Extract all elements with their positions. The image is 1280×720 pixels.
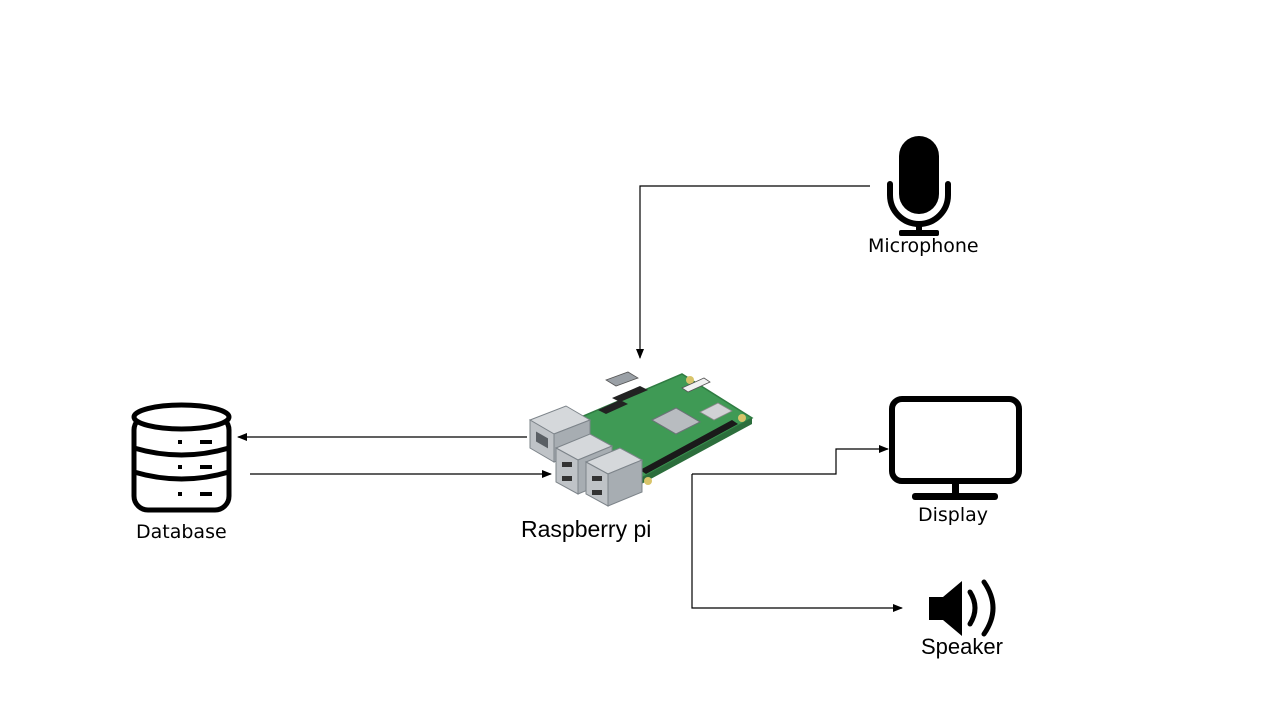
raspberry-pi-board-image (528, 371, 754, 507)
speaker-label: Speaker (921, 634, 1003, 659)
microphone-label: Microphone (868, 235, 979, 257)
edge-raspberry-pi-to-speaker (691, 474, 903, 612)
speaker-icon (929, 579, 996, 637)
connectors (237, 185, 903, 612)
display-label: Display (918, 504, 989, 526)
raspberry-pi-label: Raspberry pi (521, 516, 652, 542)
edge-microphone-to-raspberry-pi (636, 185, 870, 359)
monitor-icon (889, 396, 1022, 500)
edge-raspberry-pi-to-display (692, 445, 889, 475)
microphone-icon (887, 136, 951, 236)
database-label: Database (136, 521, 227, 543)
database-icon (131, 402, 232, 513)
